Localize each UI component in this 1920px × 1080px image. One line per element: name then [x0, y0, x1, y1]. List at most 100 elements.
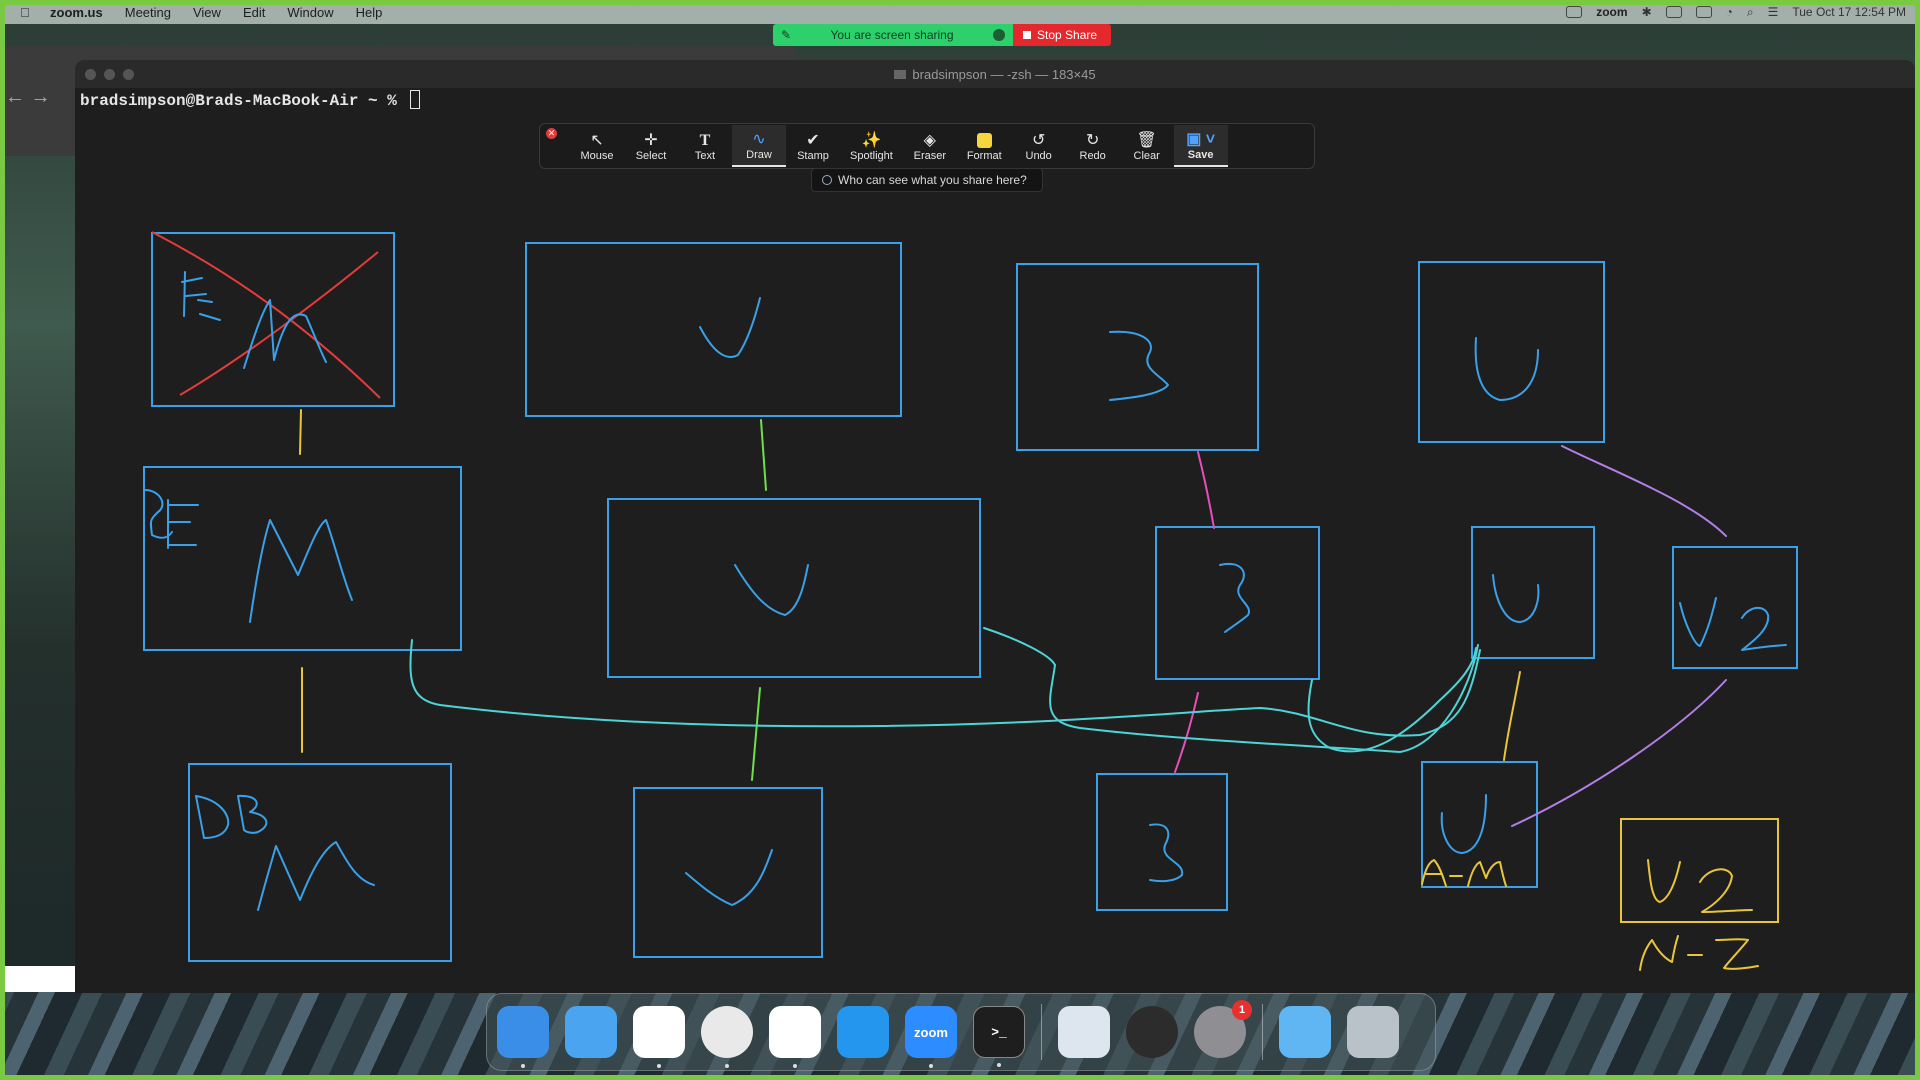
tool-label: Select: [635, 149, 667, 162]
tool-label: Mouse: [580, 149, 614, 162]
apple-icon[interactable]: : [20, 5, 38, 20]
mail-icon[interactable]: [565, 1006, 617, 1058]
tool-stamp[interactable]: ✔ Stamp: [786, 125, 840, 167]
tool-select[interactable]: ✛ Select: [624, 125, 678, 167]
checkmark-icon: ✔: [806, 131, 820, 149]
terminal-title: bradsimpson — -zsh — 183×45: [912, 66, 1096, 82]
undo-icon: ↺: [1031, 131, 1046, 149]
chrome-icon[interactable]: [701, 1006, 753, 1068]
dock-separator: [1041, 1004, 1042, 1060]
running-indicator: [521, 1064, 525, 1068]
screen-share-banner: ✎ You are screen sharing Stop Share: [773, 24, 1111, 46]
zoom-window-button[interactable]: [123, 69, 134, 80]
tool-label: Draw: [746, 148, 772, 161]
menu-view[interactable]: View: [192, 4, 221, 20]
tool-redo[interactable]: ↻ Redo: [1066, 125, 1120, 167]
zoom-app-label: zoom: [914, 1024, 948, 1040]
bluetooth-icon[interactable]: ✱: [1641, 5, 1652, 19]
menu-window[interactable]: Window: [287, 4, 334, 20]
control-center-icon[interactable]: ☰: [1767, 5, 1779, 19]
wifi-icon[interactable]: ◔: [1725, 5, 1733, 19]
battery-icon[interactable]: [1695, 6, 1712, 18]
tool-label: Spotlight: [850, 149, 893, 162]
trash-icon[interactable]: [1347, 1006, 1399, 1058]
docker-icon[interactable]: [837, 1006, 889, 1058]
background-window-fragment: [5, 966, 75, 992]
zoom-icon[interactable]: zoom: [905, 1006, 957, 1068]
who-can-see-button[interactable]: Who can see what you share here?: [811, 168, 1043, 192]
running-indicator: [793, 1064, 797, 1068]
notification-badge: 1: [1232, 1000, 1252, 1020]
close-annotation-icon[interactable]: ✕: [546, 128, 557, 139]
person-icon: [822, 175, 832, 185]
shield-icon: [993, 29, 1005, 41]
menubar:  zoom.us Meeting View Edit Window Help …: [0, 0, 1920, 24]
quicktime-icon[interactable]: [1126, 1006, 1178, 1058]
wand-icon: ✨: [861, 131, 882, 149]
tool-eraser[interactable]: ◈ Eraser: [903, 125, 957, 167]
annotation-toolbar: ✕ ↖ Mouse ✛ Select T Text ∿ Draw ✔ Stamp…: [539, 123, 1315, 169]
tool-clear[interactable]: 🗑 Clear: [1120, 125, 1174, 167]
menu-meeting[interactable]: Meeting: [124, 4, 171, 20]
tool-label: Format: [966, 149, 1002, 162]
system-settings-icon[interactable]: 1: [1194, 1000, 1252, 1058]
screen-mirror-icon[interactable]: [1566, 6, 1583, 18]
tool-spotlight[interactable]: ✨ Spotlight: [840, 125, 903, 167]
tool-mouse[interactable]: ↖ Mouse: [570, 125, 624, 167]
close-window-button[interactable]: [85, 69, 96, 80]
tool-save[interactable]: ▣ ˅ Save: [1173, 125, 1228, 167]
text-cursor: [410, 90, 421, 109]
preview-icon[interactable]: [1058, 1006, 1110, 1058]
menubar-clock[interactable]: Tue Oct 17 12:54 PM: [1792, 5, 1906, 19]
share-status[interactable]: ✎ You are screen sharing: [773, 24, 1013, 46]
zoom-status-label[interactable]: zoom: [1596, 5, 1628, 19]
downloads-folder-icon[interactable]: [1279, 1006, 1331, 1058]
terminal-icon[interactable]: >_: [973, 1006, 1025, 1067]
pin-icon: ✎: [781, 28, 792, 42]
who-can-see-label: Who can see what you share here?: [838, 173, 1027, 187]
menubar-status-area: zoom ✱ ◔ ⌕ ☰ Tue Oct 17 12:54 PM: [1566, 5, 1906, 20]
finder-icon[interactable]: [497, 1006, 549, 1068]
running-indicator: [929, 1064, 933, 1068]
text-icon: T: [699, 131, 711, 149]
folder-icon: [894, 69, 907, 79]
display-icon[interactable]: [1665, 6, 1682, 18]
menu-help[interactable]: Help: [355, 4, 383, 20]
share-status-label: You are screen sharing: [830, 28, 954, 42]
terminal-window[interactable]: bradsimpson — -zsh — 183×45 bradsimpson@…: [75, 60, 1915, 993]
spotlight-search-icon[interactable]: ⌕: [1746, 4, 1754, 19]
tool-label: Redo: [1079, 149, 1106, 162]
save-image-icon: ▣ ˅: [1186, 130, 1216, 148]
window-controls: [85, 69, 134, 80]
tool-draw[interactable]: ∿ Draw: [732, 125, 786, 167]
running-indicator: [997, 1063, 1001, 1067]
terminal-prompt[interactable]: bradsimpson@Brads-MacBook-Air ~ %: [80, 90, 421, 110]
tool-label: Eraser: [913, 149, 947, 162]
tool-text[interactable]: T Text: [678, 125, 732, 167]
dock-separator: [1262, 1004, 1263, 1060]
color-swatch-icon: [976, 131, 992, 150]
menu-edit[interactable]: Edit: [242, 4, 266, 20]
tool-format[interactable]: Format: [957, 125, 1012, 167]
running-indicator: [725, 1064, 729, 1068]
running-indicator: [657, 1064, 661, 1068]
prompt-text: bradsimpson@Brads-MacBook-Air ~ %: [80, 92, 407, 110]
terminal-titlebar[interactable]: bradsimpson — -zsh — 183×45: [75, 60, 1915, 88]
tool-label: Undo: [1025, 149, 1052, 162]
tool-label: Stamp: [797, 149, 829, 162]
menu-app-name[interactable]: zoom.us: [50, 4, 103, 20]
move-icon: ✛: [644, 131, 658, 149]
eraser-icon: ◈: [923, 131, 936, 149]
vscode-icon[interactable]: [769, 1006, 821, 1068]
tool-label: Text: [694, 149, 716, 162]
terminal-app-label: >_: [991, 1024, 1007, 1040]
arrow-pointer-icon: ↖: [590, 131, 604, 149]
back-arrow-icon: ← →: [5, 86, 51, 108]
stop-icon: [1023, 31, 1031, 39]
tool-undo[interactable]: ↺ Undo: [1012, 125, 1066, 167]
slack-icon[interactable]: [633, 1006, 685, 1068]
stop-share-button[interactable]: Stop Share: [1013, 24, 1111, 46]
redo-icon: ↻: [1085, 131, 1100, 149]
minimize-window-button[interactable]: [104, 69, 115, 80]
tool-label: Save: [1187, 148, 1214, 161]
